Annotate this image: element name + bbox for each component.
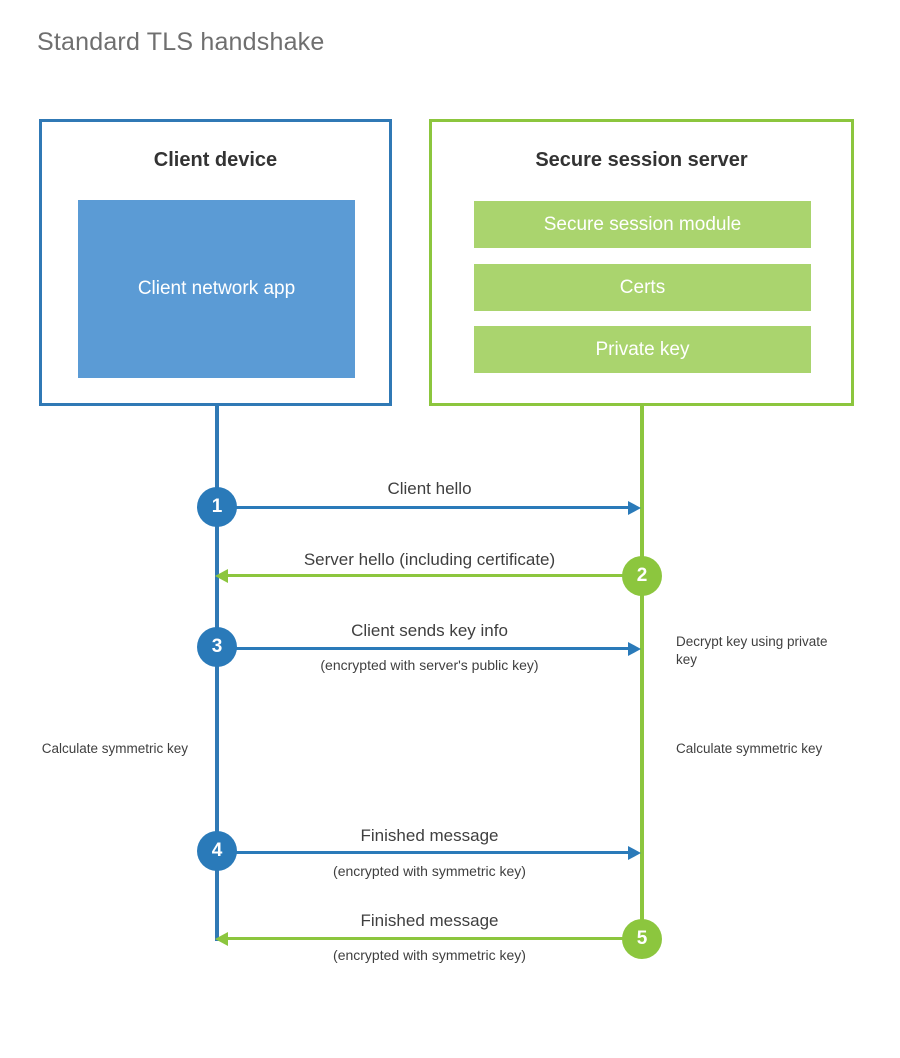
- step-5-arrow-line: [228, 937, 642, 940]
- server-lifeline: [640, 404, 644, 939]
- step-2-arrow-head: [215, 569, 228, 583]
- step-3-label: Client sends key info: [351, 621, 508, 640]
- client-device-heading: Client device: [153, 149, 278, 171]
- step-5-label: Finished message: [360, 911, 499, 930]
- step-1-circle[interactable]: 1: [197, 487, 237, 527]
- client-device-panel: Client device Client network app: [39, 119, 392, 406]
- step-5-sublabel: (encrypted with symmetric key): [333, 947, 526, 963]
- client-network-app-block: Client network app: [78, 200, 355, 378]
- step-1-label: Client hello: [387, 479, 472, 498]
- step-3-arrow-line: [217, 647, 630, 650]
- private-key-block: Private key: [474, 326, 811, 373]
- secure-session-module-block: Secure session module: [474, 201, 811, 248]
- secure-session-server-panel: Secure session server Secure session mod…: [429, 119, 854, 406]
- step-5-circle[interactable]: 5: [622, 919, 662, 959]
- step-4-circle[interactable]: 4: [197, 831, 237, 871]
- client-calculate-symmetric-key-note: Calculate symmetric key: [41, 741, 188, 756]
- step-4-arrow-line: [217, 851, 630, 854]
- step-5-arrow-head: [215, 932, 228, 946]
- server-calculate-symmetric-key-note: Calculate symmetric key: [676, 741, 823, 756]
- step-4-label: Finished message: [360, 826, 499, 845]
- page-title: Standard TLS handshake: [37, 28, 325, 56]
- step-2-arrow-line: [228, 574, 642, 577]
- step-3-arrow-head: [628, 642, 641, 656]
- step-1-arrow-head: [628, 501, 641, 515]
- step-3-sublabel: (encrypted with server's public key): [320, 657, 539, 673]
- certs-block: Certs: [474, 264, 811, 311]
- step-1-arrow-line: [217, 506, 630, 509]
- secure-session-server-heading: Secure session server: [535, 149, 748, 171]
- decrypt-key-note: Decrypt key using private key: [676, 634, 828, 668]
- step-2-label: Server hello (including certificate): [303, 550, 556, 569]
- step-2-circle[interactable]: 2: [622, 556, 662, 596]
- step-4-sublabel: (encrypted with symmetric key): [333, 863, 526, 879]
- step-4-arrow-head: [628, 846, 641, 860]
- step-3-circle[interactable]: 3: [197, 627, 237, 667]
- client-lifeline: [215, 404, 219, 941]
